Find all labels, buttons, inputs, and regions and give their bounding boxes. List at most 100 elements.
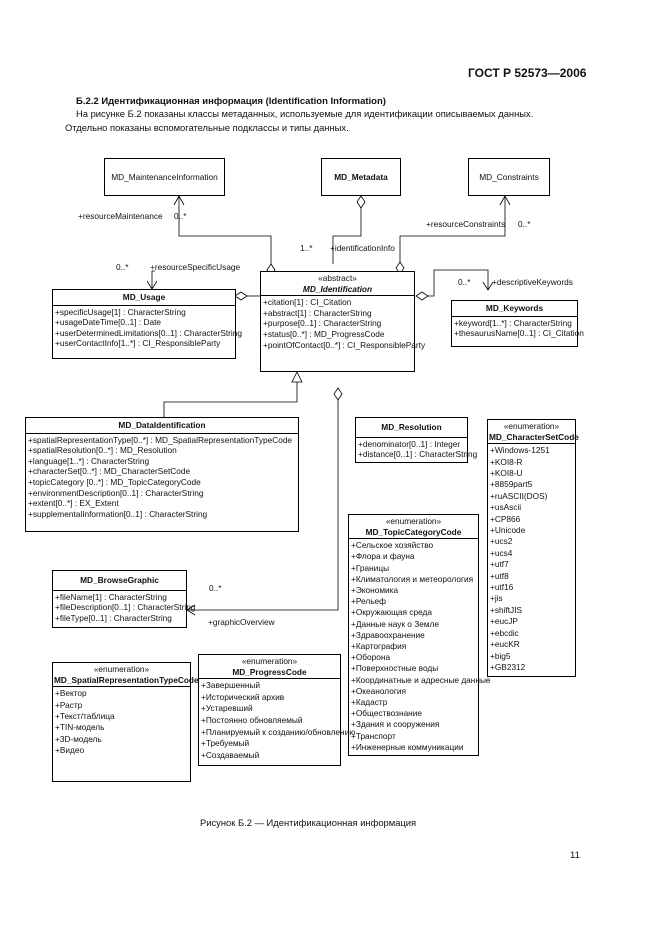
enum-value: +Unicode	[490, 525, 526, 536]
aggregation-diamond-metadata	[356, 195, 366, 209]
attribute: +abstract[1] : CharacterString	[263, 307, 372, 318]
enum-value: +Устаревший	[201, 703, 253, 714]
enum-value: +KOI8-R	[490, 456, 523, 467]
generalization-triangle	[291, 371, 303, 383]
class-name: MD_BrowseGraphic	[53, 571, 186, 591]
section-heading: Б.2.2 Идентификационная информация (Iden…	[76, 96, 386, 107]
role-resource-specific-usage: +resourceSpecificUsage	[150, 262, 241, 272]
enum-value: +ucs2	[490, 536, 513, 547]
attribute: +fileType[0..1] : CharacterString	[55, 612, 172, 623]
enum-value: +shiftJIS	[490, 604, 523, 615]
enum-value: +Транспорт	[351, 730, 396, 741]
attribute: +distance[0..1] : CharacterString	[358, 449, 478, 460]
assoc-constraints-line	[399, 196, 506, 262]
attribute: +usageDateTime[0..1] : Date	[55, 317, 161, 328]
enum-value: +Вектор	[55, 688, 87, 699]
enum-value: +TIN-модель	[55, 722, 105, 733]
role-resource-constraints: +resourceConstraints	[426, 219, 506, 229]
attribute: +keyword[1..*] : CharacterString	[454, 317, 572, 328]
enum-value: +ruASCII(DOS)	[490, 490, 548, 501]
multiplicity-constraints: 0..*	[518, 219, 531, 229]
enum-value: +utf16	[490, 582, 514, 593]
attribute: +language[1..*] : CharacterString	[28, 455, 150, 466]
enum-value: +Границы	[351, 562, 390, 573]
enum-value: +Исторический архив	[201, 691, 285, 702]
assoc-maintenance-arrow	[173, 195, 185, 206]
class-md-maintenance-information[interactable]: MD_MaintenanceInformation	[104, 158, 225, 196]
attribute: +fileName[1] : CharacterString	[55, 591, 167, 602]
class-name: MD_TopicCategoryCode	[365, 526, 462, 537]
class-name: MD_Constraints	[479, 172, 539, 182]
stereotype: «enumeration»	[241, 656, 298, 666]
class-md-constraints[interactable]: MD_Constraints	[468, 158, 550, 196]
enum-value: +Видео	[55, 745, 85, 756]
stereotype: «enumeration»	[503, 421, 560, 431]
generalization-line	[163, 382, 298, 417]
aggregation-diamond-graphic	[333, 387, 343, 401]
attribute: +specificUsage[1] : CharacterString	[55, 306, 186, 317]
attribute: +supplementalInformation[0..1] : Charact…	[28, 508, 208, 519]
enum-value: +Здравоохранение	[351, 629, 425, 640]
class-name: MD_Resolution	[356, 418, 467, 438]
class-md-character-set-code[interactable]: «enumeration» MD_CharacterSetCode +Windo…	[487, 419, 579, 677]
stereotype: «abstract»	[318, 273, 357, 283]
attribute: +characterSet[0..*] : MD_CharacterSetCod…	[28, 466, 191, 477]
enum-value: +Требуемый	[201, 738, 250, 749]
enum-value: +Завершенный	[201, 680, 261, 691]
class-md-keywords[interactable]: MD_Keywords +keyword[1..*] : CharacterSt…	[451, 300, 584, 347]
role-graphic-overview: +graphicOverview	[208, 617, 275, 627]
enum-value: +GB2312	[490, 661, 526, 672]
attribute: +spatialResolution[0..*] : MD_Resolution	[28, 445, 177, 456]
class-name: MD_Keywords	[452, 301, 577, 317]
class-md-browse-graphic[interactable]: MD_BrowseGraphic +fileName[1] : Characte…	[52, 570, 196, 628]
stereotype: «enumeration»	[385, 516, 442, 526]
class-name: MD_MaintenanceInformation	[111, 172, 218, 182]
class-md-progress-code[interactable]: «enumeration» MD_ProgressCode +Завершенн…	[198, 654, 356, 766]
enum-value: +Океанология	[351, 685, 406, 696]
attribute: +thesaurusName[0..1] : CI_Citation	[454, 328, 584, 339]
role-identification-info: +identificationInfo	[330, 243, 395, 253]
assoc-keywords-line	[428, 269, 489, 297]
figure-caption: Рисунок Б.2 — Идентификационная информац…	[200, 817, 417, 828]
class-md-topic-category-code[interactable]: «enumeration» MD_TopicCategoryCode +Сель…	[348, 514, 491, 756]
class-md-spatial-representation-type-code[interactable]: «enumeration» MD_SpatialRepresentationTy…	[52, 662, 199, 782]
assoc-usage-line	[151, 270, 155, 289]
attribute: +denominator[0..1] : Integer	[358, 438, 461, 449]
enum-value: +Сельское хозяйство	[351, 540, 434, 551]
attribute: +purpose[0..1] : CharacterString	[263, 318, 382, 329]
assoc-keywords-arrow	[482, 281, 494, 291]
enum-value: +Растр	[55, 699, 83, 710]
attribute: +userDeterminedLimitations[0..1] : Chara…	[55, 327, 242, 338]
class-md-metadata[interactable]: MD_Metadata	[321, 158, 401, 196]
page-number: 11	[570, 850, 580, 861]
attribute: +fileDescription[0..1] : CharacterString	[55, 602, 196, 613]
role-resource-maintenance: +resourceMaintenance	[78, 211, 163, 221]
enum-value: +Инженерные коммуникации	[351, 741, 464, 752]
class-md-data-identification[interactable]: MD_DataIdentification +spatialRepresenta…	[25, 417, 299, 532]
aggregation-diamond-keywords	[415, 291, 429, 301]
attribute: +environmentDescription[0..1] : Characte…	[28, 487, 204, 498]
enum-value: +utf7	[490, 559, 509, 570]
enum-value: +jis	[490, 593, 503, 604]
enum-value: +Кадастр	[351, 697, 388, 708]
enum-value: +Экономика	[351, 585, 399, 595]
role-descriptive-keywords: +descriptiveKeywords	[492, 277, 573, 287]
attribute: +spatialRepresentationType[0..*] : MD_Sp…	[28, 434, 293, 445]
enum-value: +ucs4	[490, 547, 513, 558]
enum-value: +Картография	[351, 641, 407, 652]
enum-value: +Создаваемый	[201, 749, 260, 760]
multiplicity-usage: 0..*	[116, 262, 129, 272]
paragraph-line-2: Отдельно показаны вспомогательные подкла…	[65, 122, 349, 133]
enum-value: +8859part5	[490, 479, 533, 490]
class-md-resolution[interactable]: MD_Resolution +denominator[0..1] : Integ…	[355, 417, 478, 463]
attribute: +extent[0..*] : EX_Extent	[28, 498, 119, 509]
enum-value: +Обществознание	[351, 708, 423, 719]
enum-value: +3D-модель	[55, 733, 102, 744]
enum-value: +ebcdic	[490, 627, 519, 638]
enum-value: +Планируемый к созданию/обновлению	[201, 726, 356, 737]
class-name: MD_Usage	[53, 290, 235, 306]
enum-value: +Окружающая среда	[351, 607, 432, 618]
class-md-usage[interactable]: MD_Usage +specificUsage[1] : CharacterSt…	[52, 289, 242, 359]
enum-value: +Здания и сооружения	[351, 719, 440, 730]
class-md-identification[interactable]: «abstract» MD_Identification +citation[1…	[260, 271, 425, 372]
